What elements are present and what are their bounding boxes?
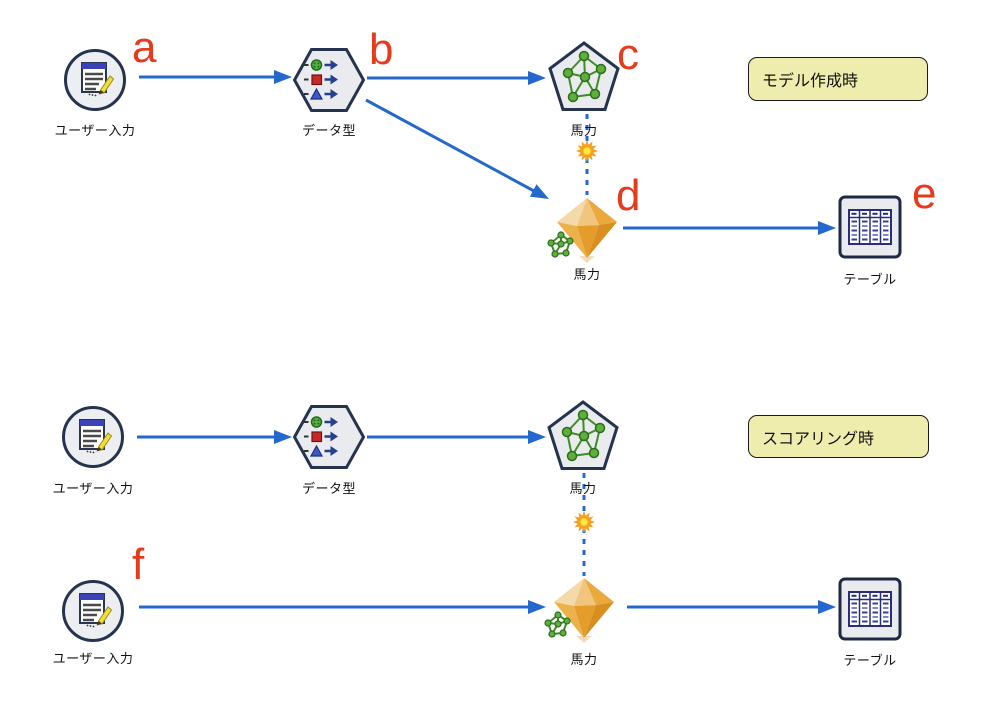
connector-nugget-to-table-2 <box>627 600 836 614</box>
annotation-letter-c: c <box>617 30 639 79</box>
user-input-icon <box>61 405 125 469</box>
node-user-input-2[interactable] <box>61 405 125 469</box>
node-data-type-2[interactable] <box>293 405 365 469</box>
annotation-letter-d: d <box>616 171 641 220</box>
neural-network-icon <box>547 41 621 113</box>
node-neural-model-c[interactable] <box>547 41 621 113</box>
node-label-table: テーブル <box>843 653 897 668</box>
node-user-input-a[interactable] <box>63 48 127 112</box>
connector-type-to-model-2 <box>367 430 546 444</box>
user-input-icon <box>61 579 125 643</box>
node-label-model-nugget: 馬力 <box>570 652 598 667</box>
annotation-letter-a: a <box>132 23 157 72</box>
node-label-data-type: データ型 <box>301 481 357 496</box>
node-label-data-type: データ型 <box>301 123 357 138</box>
node-table-2[interactable] <box>838 577 902 641</box>
caption-model-building[interactable]: モデル作成時 <box>748 57 928 101</box>
node-neural-model-2[interactable] <box>546 400 620 472</box>
gold-nugget-icon <box>552 576 616 644</box>
caption-scoring[interactable]: スコアリング時 <box>748 415 929 458</box>
node-data-type-b[interactable] <box>293 48 365 112</box>
node-label-table: テーブル <box>843 272 897 287</box>
node-label-user-input: ユーザー入力 <box>52 481 134 496</box>
connector-userinput-to-type-2 <box>137 430 292 444</box>
table-grid-icon <box>838 195 902 259</box>
node-model-nugget-d[interactable] <box>555 196 619 264</box>
connector-userinput-to-nugget <box>139 600 546 614</box>
node-label-neural-model: 馬力 <box>570 123 598 138</box>
connector-nugget-to-table <box>623 221 836 235</box>
field-types-icon <box>293 48 365 112</box>
node-label-user-input: ユーザー入力 <box>54 123 136 138</box>
node-user-input-f[interactable] <box>61 579 125 643</box>
refresh-burst-icon <box>572 510 596 539</box>
gold-nugget-icon <box>555 196 619 264</box>
user-input-icon <box>63 48 127 112</box>
connector-type-to-model <box>367 71 546 85</box>
connector-userinput-to-type <box>139 70 292 84</box>
field-types-icon <box>293 405 365 469</box>
node-table-e[interactable] <box>838 195 902 259</box>
annotation-letter-f: f <box>132 540 145 589</box>
annotation-letter-e: e <box>912 169 937 218</box>
refresh-burst-icon <box>575 139 599 168</box>
annotation-letter-b: b <box>369 25 394 74</box>
node-label-model-nugget: 馬力 <box>573 267 601 282</box>
table-grid-icon <box>838 577 902 641</box>
node-model-nugget-2[interactable] <box>552 576 616 644</box>
node-label-neural-model: 馬力 <box>569 481 597 496</box>
nugget-network-badge-icon <box>543 610 573 640</box>
nugget-network-badge-icon <box>546 230 576 260</box>
neural-network-icon <box>546 400 620 472</box>
connector-type-to-nugget-diagonal <box>365 98 549 199</box>
node-label-user-input: ユーザー入力 <box>52 651 134 666</box>
